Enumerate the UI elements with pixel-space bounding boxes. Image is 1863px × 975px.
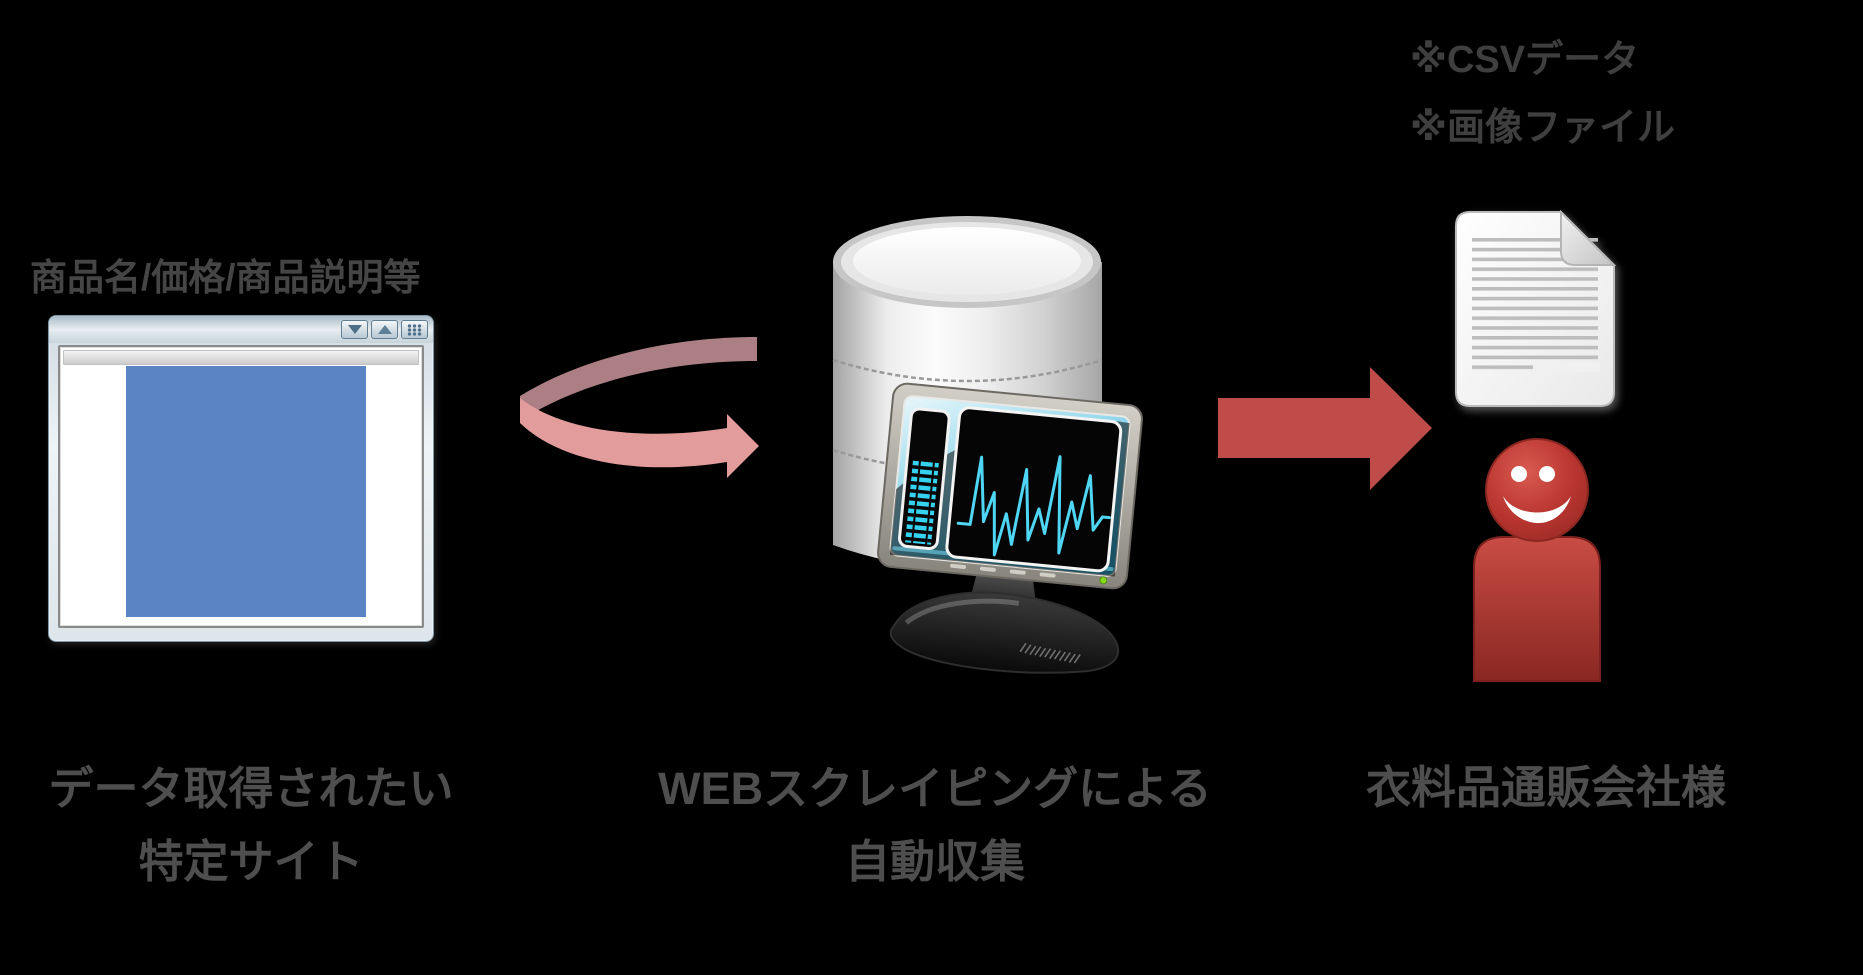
source-caption-line2: 特定サイト (138, 836, 364, 887)
source-data-label: 商品名/価格/商品説明等 (30, 257, 421, 298)
window-close-button[interactable] (401, 320, 428, 339)
page-content-block (126, 366, 366, 617)
browser-titlebar (49, 316, 433, 343)
triangle-down-icon (347, 325, 362, 334)
stand-vents (1019, 642, 1081, 664)
source-caption-line1: データ取得されたい (48, 763, 454, 814)
browser-toolbar (63, 350, 419, 365)
window-minimize-button[interactable] (341, 320, 368, 339)
monitor-stand-base (889, 591, 1120, 674)
equalizer-bars (905, 460, 939, 545)
waveform-panel (945, 406, 1123, 573)
person-body (1473, 536, 1601, 682)
power-led (1099, 576, 1108, 585)
csv-data-note: ※CSVデータ (1410, 39, 1640, 81)
window-maximize-button[interactable] (371, 320, 398, 339)
process-caption-line2: 自動収集 (844, 836, 1025, 887)
document-file-icon (1455, 209, 1617, 407)
person-smiley-icon (1473, 438, 1601, 682)
triangle-up-icon (377, 325, 392, 334)
browser-window-icon (48, 315, 434, 642)
loop-arrow-icon (520, 337, 759, 478)
client-caption: 衣料品通販会社様 (1365, 762, 1726, 813)
browser-content (58, 345, 424, 628)
image-file-note: ※画像ファイル (1410, 107, 1675, 149)
page-fold (1560, 209, 1617, 266)
monitor-buttons (950, 563, 1056, 578)
waveform-line (956, 455, 1111, 557)
process-caption: WEBスクレイピングによる 自動収集 (610, 752, 1260, 898)
monitor-waveform-icon (877, 382, 1143, 674)
dot-grid-icon (406, 323, 423, 336)
right-arrow-icon (1218, 367, 1432, 490)
process-caption-line1: WEBスクレイピングによる (658, 763, 1212, 814)
person-head (1485, 438, 1589, 542)
source-caption: データ取得されたい 特定サイト (26, 752, 476, 898)
smile (1503, 496, 1571, 524)
